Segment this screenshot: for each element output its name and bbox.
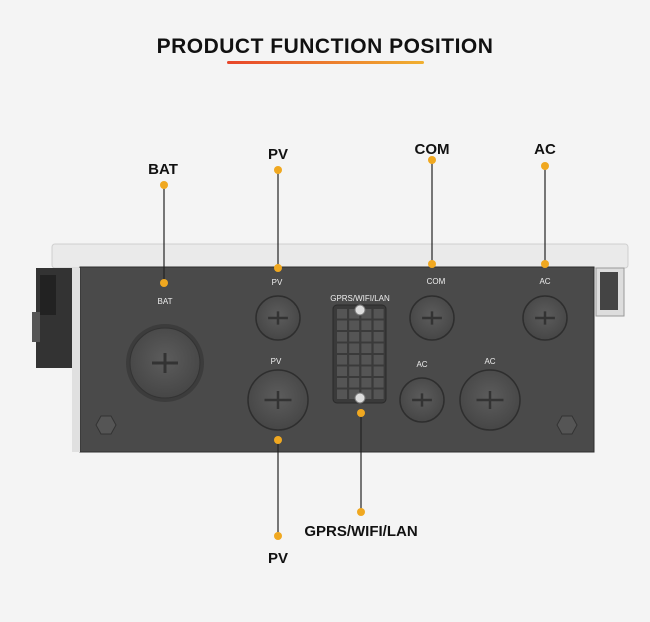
com-gland (409, 295, 455, 341)
vent-cell (373, 366, 384, 376)
page-title: PRODUCT FUNCTION POSITION (157, 35, 494, 58)
vent-cell (349, 355, 360, 365)
panel-label-gprs: GPRS/WIFI/LAN (330, 294, 390, 303)
callout-com: COM (415, 141, 450, 158)
callout-dots (160, 156, 549, 540)
pv-bottom-gland (247, 369, 309, 431)
ac-right-gland (459, 369, 521, 431)
vent-cell (349, 378, 360, 388)
callout-pv-top: PV (268, 146, 288, 163)
callout-bat: BAT (148, 161, 178, 178)
vent-cell (373, 343, 384, 353)
vent-cell (337, 389, 347, 399)
bat-gland (126, 324, 204, 402)
vent-cell (337, 343, 347, 353)
vent-cell (349, 332, 360, 342)
panel-label-bat: BAT (158, 297, 173, 306)
vent-cell (373, 332, 384, 342)
screw-icon (354, 392, 366, 404)
vent-cell (349, 309, 360, 319)
callout-ac: AC (534, 141, 556, 158)
vent-cell (337, 320, 347, 330)
vent-cell (349, 320, 360, 330)
panel-label-ac-mid: AC (416, 360, 427, 369)
callout-lines (163, 160, 546, 536)
screw-icon (354, 304, 366, 316)
vent-cell (361, 332, 372, 342)
hex-bolt-left (95, 415, 117, 435)
callout-gprs: GPRS/WIFI/LAN (304, 523, 417, 540)
vent-cell (361, 355, 372, 365)
vent-cell (373, 378, 384, 388)
vent-cell (361, 366, 372, 376)
panel-label-ac-right: AC (484, 357, 495, 366)
vent-cell (373, 389, 384, 399)
vent-cell (337, 378, 347, 388)
communication-port (332, 304, 387, 404)
vent-cell (337, 332, 347, 342)
vent-cell (337, 366, 347, 376)
ac-top-gland (522, 295, 568, 341)
vent-cell (361, 378, 372, 388)
vent-cell (349, 343, 360, 353)
vent-cell (373, 309, 384, 319)
vent-cell (361, 320, 372, 330)
callout-pv-bottom: PV (268, 550, 288, 567)
panel-label-pv-bottom: PV (271, 357, 282, 366)
hex-bolt-right (556, 415, 578, 435)
title-underline (227, 61, 424, 64)
vent-cell (373, 355, 384, 365)
vent-cell (349, 366, 360, 376)
inverter-housing (32, 243, 629, 453)
panel-label-pv-top: PV (272, 278, 283, 287)
vent-cell (337, 309, 347, 319)
vent-cell (361, 389, 372, 399)
panel-label-com: COM (427, 277, 446, 286)
vent-cell (349, 389, 360, 399)
vent-cell (361, 343, 372, 353)
panel-label-ac-top: AC (539, 277, 550, 286)
vent-cell (373, 320, 384, 330)
pv-top-gland (255, 295, 301, 341)
vent-cell (337, 355, 347, 365)
ac-mid-gland (399, 377, 445, 423)
vent-cell (361, 309, 372, 319)
